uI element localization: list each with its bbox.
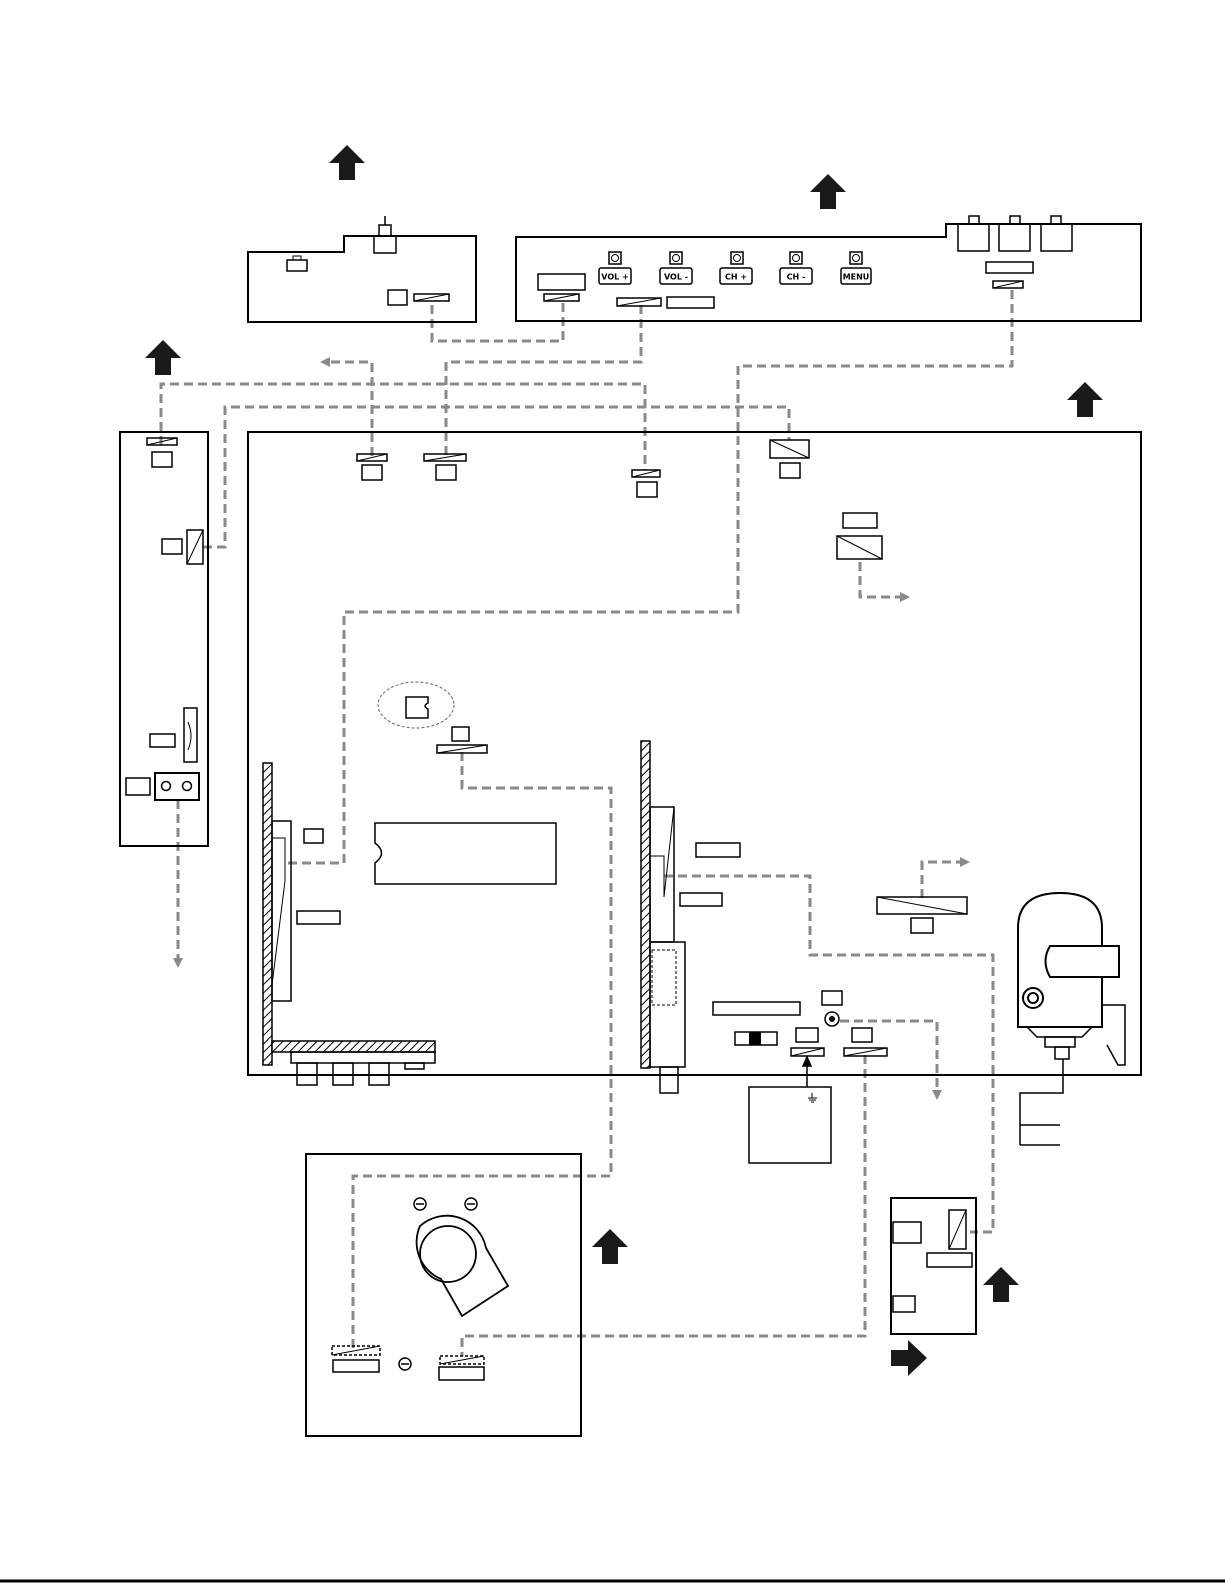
up-arrow-icon [983,1267,1019,1302]
vol-plus-button: VOL + [599,252,631,284]
wire-route-6 [330,362,372,456]
up-arrow-icon [145,340,181,375]
up-arrow-icon [592,1229,628,1264]
vol-minus-button: VOL - [660,252,692,284]
wire-harness-routes [161,290,1012,1356]
up-arrow-icon [329,145,365,180]
ch-plus-label: CH + [725,273,747,282]
bottom-left-board [306,1154,581,1436]
ch-minus-label: CH - [787,273,806,282]
left-side-board [120,432,208,846]
ch-minus-button: CH - [780,252,812,284]
route-arrowheads [173,357,970,1100]
wire-route-12 [462,1055,865,1356]
ground-symbol-icon [808,1093,817,1102]
wire-route-7 [860,562,900,597]
up-arrow-icon [810,174,846,209]
direction-arrows [145,145,1103,1376]
wire-route-5 [203,407,789,547]
up-arrow-icon [1067,382,1103,417]
front-control-board: VOL + VOL - CH + CH - MENU [516,216,1141,321]
menu-label: MENU [843,273,870,282]
ch-plus-button: CH + [720,252,752,284]
bottom-right-board [891,1198,976,1334]
menu-button: MENU [841,252,871,284]
wire-route-4 [161,384,645,470]
top-left-board [248,216,476,322]
right-arrow-icon [891,1340,927,1376]
wire-route-9 [664,876,993,1232]
main-board [248,432,1141,1093]
vol-minus-label: VOL - [664,273,688,282]
vol-plus-label: VOL + [601,273,628,282]
ground-box [749,1057,831,1163]
wire-route-10 [922,862,960,898]
crt-neck-assembly [1018,893,1125,1145]
